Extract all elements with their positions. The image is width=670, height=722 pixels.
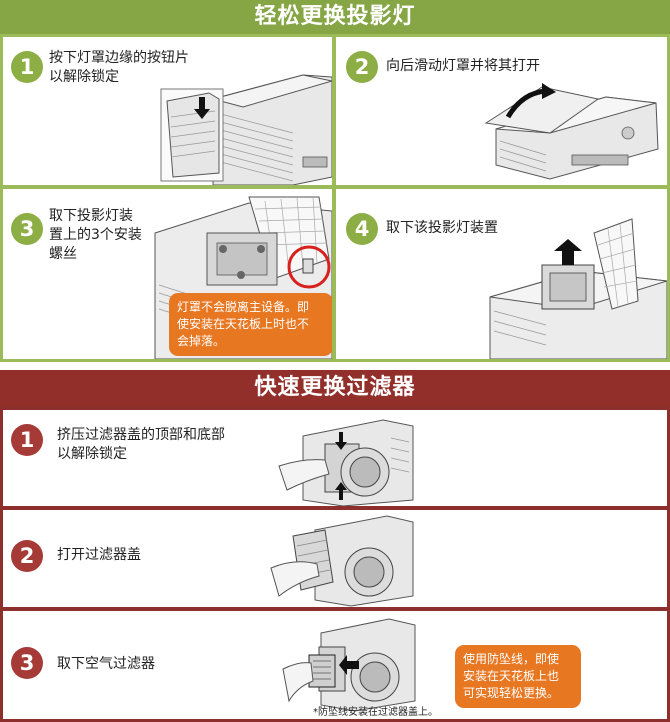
projector-slide-cover-illustration <box>484 83 659 180</box>
filter-step-1: 1 挤压过滤器盖的顶部和底部 以解除锁定 <box>3 410 667 506</box>
step-number-badge: 3 <box>11 213 43 245</box>
filter-section-title: 快速更换过滤器 <box>0 370 670 406</box>
step-number-badge: 3 <box>11 647 43 679</box>
filter-step-3: 3 取下空气过滤器 使用防坠线，即使 安装在天花板上也 可实现轻松更换。 *防坠… <box>3 611 667 719</box>
lamp-step-3: 3 取下投影灯装 置上的3个安装 螺丝 <box>3 189 332 359</box>
lamp-step-2: 2 向后滑动灯罩并将其打开 <box>336 37 667 185</box>
step-text: 取下该投影灯装置 <box>386 220 498 236</box>
step-number-badge: 1 <box>11 424 43 456</box>
safety-wire-footnote: *防坠线安装在过滤器盖上。 <box>313 707 438 718</box>
filter-step-2: 2 打开过滤器盖 <box>3 510 667 607</box>
step-text: 按下灯罩边缘的按钮片 以解除锁定 <box>49 50 189 85</box>
lamp-step-1: 1 按下灯罩边缘的按钮片 以解除锁定 <box>3 37 332 185</box>
lamp-removal-illustration <box>489 218 667 359</box>
squeeze-filter-cover-illustration <box>278 419 414 506</box>
step-text: 向后滑动灯罩并将其打开 <box>386 58 540 74</box>
projector-lamp-cover-illustration <box>160 74 332 185</box>
remove-air-filter-illustration <box>282 618 416 712</box>
filter-replacement-section: 快速更换过滤器 1 挤压过滤器盖的顶部和底部 以解除锁定 2 打开过滤器盖 <box>0 370 670 722</box>
step-number-badge: 2 <box>346 51 378 83</box>
lamp-section-title: 轻松更换投影灯 <box>0 0 670 34</box>
lamp-cover-note: 灯罩不会脱离主设备。即 使安装在天花板上时也不 会掉落。 <box>169 293 332 356</box>
step-text: 挤压过滤器盖的顶部和底部 以解除锁定 <box>57 427 225 462</box>
safety-wire-note: 使用防坠线，即使 安装在天花板上也 可实现轻松更换。 <box>455 645 581 708</box>
open-filter-cover-illustration <box>270 515 414 607</box>
step-number-badge: 2 <box>11 540 43 572</box>
step-text: 取下空气过滤器 <box>57 656 155 672</box>
step-number-badge: 1 <box>11 51 43 83</box>
lamp-replacement-section: 轻松更换投影灯 1 按下灯罩边缘的按钮片 以解除锁定 <box>0 0 670 362</box>
step-text: 打开过滤器盖 <box>57 547 141 563</box>
step-text: 取下投影灯装 置上的3个安装 螺丝 <box>49 208 142 262</box>
lamp-step-4: 4 取下该投影灯装置 <box>336 189 667 359</box>
step-number-badge: 4 <box>346 213 378 245</box>
